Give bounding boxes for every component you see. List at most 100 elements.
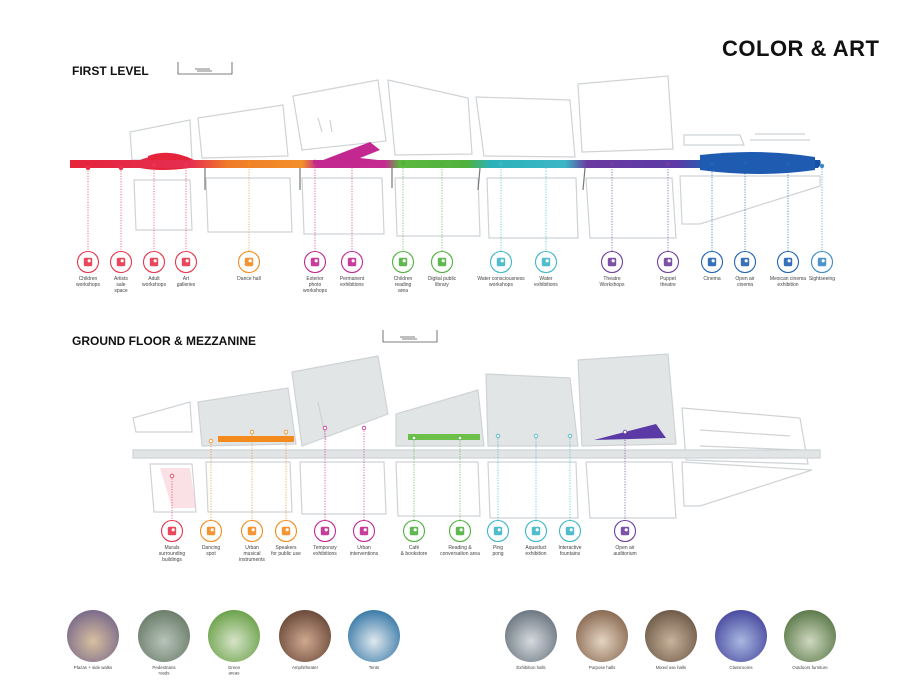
ground-floor-anchor-dot-8 [495,433,501,439]
ground-floor-activity-icon-detail-9 [535,528,539,532]
ground-floor-label-7: Reading &conversation area [440,545,480,557]
ground-floor-anchor-dot-5 [361,425,367,431]
left-photo-image-2 [208,610,260,662]
ground-floor-anchor-dot-6 [411,435,417,441]
first-level-activity-icon-11 [607,257,617,267]
first-level-anchor-dot-8 [439,161,445,167]
left-photo-label-4: Tents [369,665,380,670]
first-level-label-13: Cinema [703,276,720,282]
first-level-anchor-dot-15 [785,161,791,167]
right-photo-4: Outdoors furniture [784,610,836,670]
ground-floor-icon-6[interactable]: Café& bookstore [401,519,428,558]
ground-floor-activity-icon-7 [455,526,465,536]
left-photo-image-1 [138,610,190,662]
first-level-activity-icon-13 [707,257,717,267]
first-level-activity-icon-8 [437,257,447,267]
ground-floor-anchor-dot-0 [169,473,175,479]
ground-floor-activity-icon-detail-0 [171,528,175,532]
ground-floor-activity-icon-4 [320,526,330,536]
right-photo-label-3: Classrooms [729,665,753,670]
first-level-anchor-dot-14 [742,160,748,166]
ground-floor-activity-icon-detail-7 [459,528,463,532]
ground-floor-anchor-dot-7 [457,435,463,441]
first-level-icon-4[interactable]: Dance hall [237,250,261,283]
section-key-first-level [177,62,233,75]
first-level-icon-16[interactable]: Sightseeing [809,250,835,283]
first-level-activity-icon-detail-2 [153,259,157,263]
first-level-anchor-dot-3 [183,162,189,168]
right-photo-image-3 [715,610,767,662]
ground-floor-activity-icon-detail-4 [324,528,328,532]
first-level-activity-icon-1 [116,257,126,267]
left-photo-3: Amphitheater [279,610,331,670]
ground-floor-buildings [132,353,821,519]
first-level-activity-icon-6 [347,257,357,267]
first-level-activity-icon-detail-0 [87,259,91,263]
first-level-anchor-dot-16 [819,163,825,169]
first-level-activity-icon-detail-11 [611,259,615,263]
first-level-activity-icon-7 [398,257,408,267]
first-level-anchor-dot-13 [709,161,715,167]
first-level-activity-icon-detail-6 [351,259,355,263]
first-level-anchor-dot-4 [246,161,252,167]
ground-floor-anchor-dot-3 [283,429,289,435]
first-level-activity-icon-detail-5 [314,259,318,263]
section-key-ground-floor [382,330,438,343]
right-photo-label-1: Purpose halls [589,665,616,670]
right-photo-label-4: Outdoors furniture [792,665,828,670]
first-level-spine [70,142,821,191]
ground-floor-icon-7[interactable]: Reading &conversation area [440,519,480,558]
left-photo-4: Tents [348,610,400,670]
first-level-anchor-dot-11 [609,161,615,167]
first-level-activity-icon-2 [149,257,159,267]
right-photo-label-2: Mixed use halls [656,665,687,670]
first-level-activity-icon-detail-12 [667,259,671,263]
first-level-anchor-dot-9 [498,161,504,167]
first-level-activity-icon-detail-15 [787,259,791,263]
first-level-activity-icon-16 [817,257,827,267]
ground-floor-activity-icon-detail-6 [413,528,417,532]
first-level-label-16: Sightseeing [809,276,835,282]
right-photo-3: Classrooms [715,610,767,670]
first-level-activity-icon-detail-7 [402,259,406,263]
page-title: COLOR & ART [722,36,880,61]
first-level-icon-13[interactable]: Cinema [700,250,724,283]
first-level-activity-icon-12 [663,257,673,267]
